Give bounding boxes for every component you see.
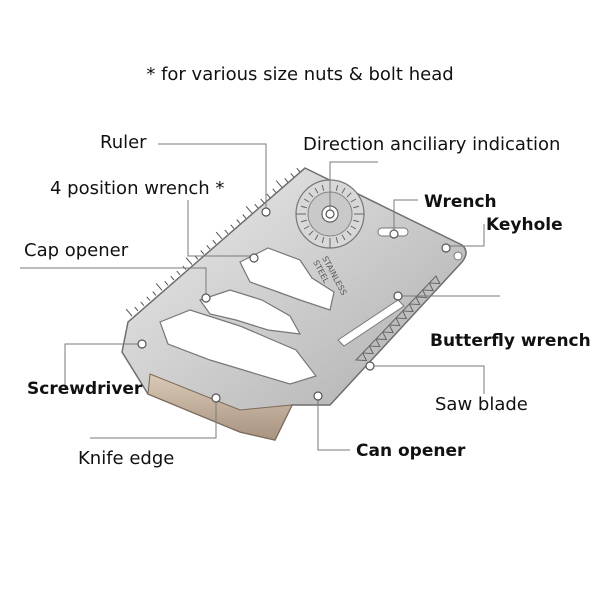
dot-keyhole — [441, 243, 451, 253]
label-dots — [137, 207, 451, 403]
leader-saw — [370, 365, 485, 394]
leader-cap — [20, 267, 207, 296]
knife-edge-bevel — [147, 373, 293, 441]
dot-ruler — [261, 207, 271, 217]
leader-lines — [20, 143, 500, 451]
label-ruler: Ruler — [100, 132, 147, 153]
label-direction: Direction anciliary indication — [303, 134, 561, 155]
label-knife-edge: Knife edge — [78, 448, 175, 469]
label-keyhole: Keyhole — [486, 215, 563, 235]
label-can-opener: Can opener — [356, 441, 466, 461]
dot-can — [313, 391, 323, 401]
butterfly-slot — [337, 299, 405, 347]
leader-direction — [329, 161, 378, 214]
dot-butterfly — [393, 291, 403, 301]
dot-saw — [365, 361, 375, 371]
leader-wrench — [393, 199, 418, 234]
label-saw-blade: Saw blade — [435, 394, 528, 415]
bottle-opener-cutout — [199, 289, 302, 335]
leader-ruler — [158, 143, 267, 212]
dot-wrench — [389, 229, 399, 239]
dot-wrench4 — [249, 253, 259, 263]
leader-wrench4 — [187, 200, 258, 257]
label-screwdriver: Screwdriver — [27, 379, 143, 399]
saw-teeth — [354, 275, 441, 362]
label-cap-opener: Cap opener — [24, 240, 129, 261]
wrench-cutout — [239, 247, 335, 311]
label-wrench4: 4 position wrench * — [50, 178, 225, 199]
label-butterfly-wrench: Butterfly wrench — [430, 331, 591, 351]
keyhole-hole — [453, 251, 463, 261]
dot-direction — [325, 209, 335, 219]
dot-cap — [201, 293, 211, 303]
screwdriver-cutout — [159, 309, 318, 385]
leader-screwdriver — [64, 343, 140, 388]
leader-keyhole — [448, 224, 485, 247]
dot-knife — [211, 393, 221, 403]
label-wrench: Wrench — [424, 192, 497, 212]
sizes-footnote: * for various size nuts & bolt head — [146, 64, 454, 85]
dot-screwdriver — [137, 339, 147, 349]
leader-can — [317, 396, 350, 451]
leader-knife — [90, 398, 217, 439]
